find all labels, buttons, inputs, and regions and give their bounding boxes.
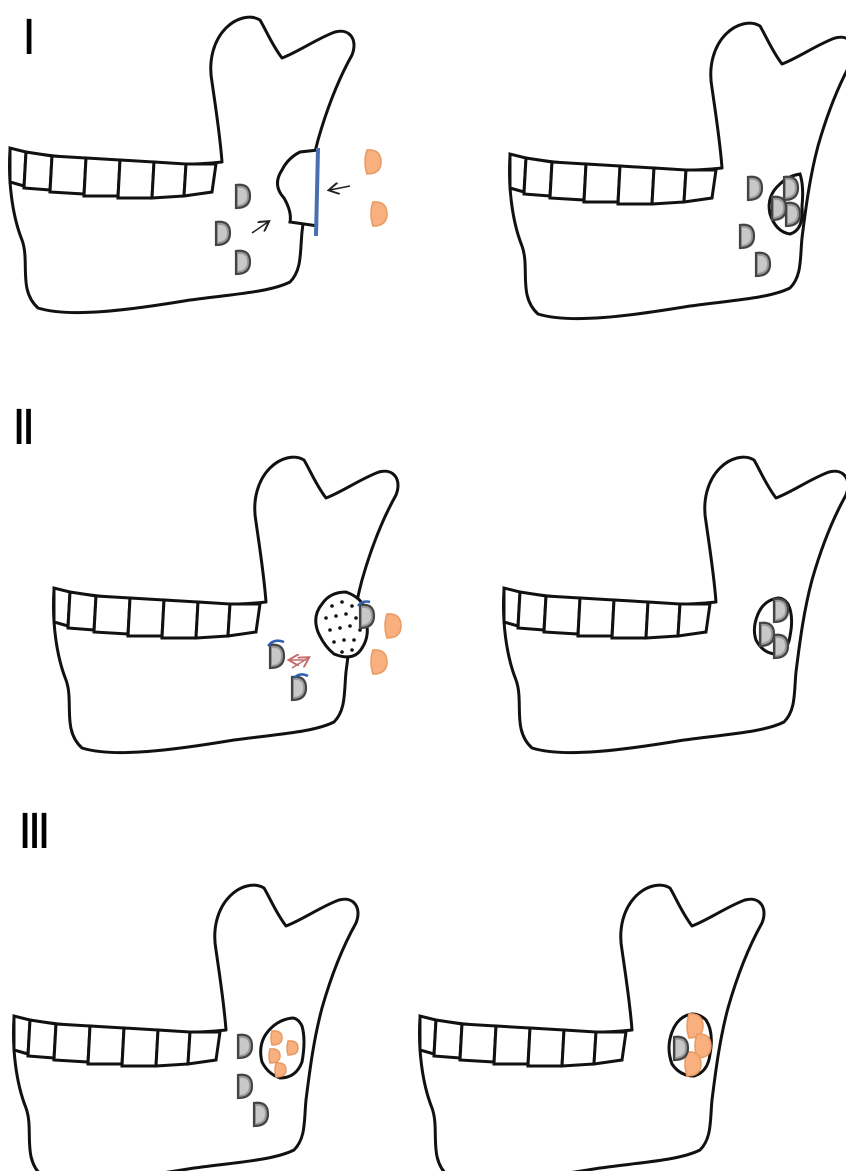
host-cell — [740, 225, 754, 248]
graft-cell — [271, 1031, 282, 1045]
panel-3-before — [14, 885, 359, 1171]
host-cell — [292, 677, 306, 700]
graft-cell — [371, 650, 387, 674]
graft-cell — [685, 1052, 701, 1076]
panel-1-before — [10, 17, 388, 312]
host-cell — [238, 1075, 252, 1098]
host-cell — [254, 1103, 268, 1126]
host-cell — [238, 1035, 252, 1058]
host-cell — [360, 605, 374, 628]
host-cell — [674, 1037, 688, 1060]
graft-cell — [385, 614, 401, 638]
host-cell — [784, 177, 798, 200]
host-cell — [748, 177, 762, 200]
graft-cell — [269, 1049, 280, 1063]
panel-2-after — [504, 457, 846, 752]
host-cell — [772, 197, 786, 220]
graft-cell — [365, 150, 381, 174]
graft-cell — [371, 202, 387, 226]
host-cell — [216, 222, 230, 245]
migration-arrow — [330, 186, 350, 190]
host-cell — [236, 185, 250, 208]
host-cell — [786, 203, 800, 226]
barrier-membrane — [316, 148, 318, 236]
host-cell — [756, 253, 770, 276]
host-cell — [236, 251, 250, 274]
panel-1-after — [510, 23, 846, 318]
panel-3-after — [420, 885, 765, 1171]
host-cell — [760, 623, 774, 646]
host-cell — [270, 645, 284, 668]
graft-cell — [275, 1063, 286, 1077]
panel-2-before — [54, 457, 402, 752]
host-cell — [774, 635, 788, 658]
graft-cell — [287, 1041, 298, 1055]
host-cell — [774, 599, 788, 622]
